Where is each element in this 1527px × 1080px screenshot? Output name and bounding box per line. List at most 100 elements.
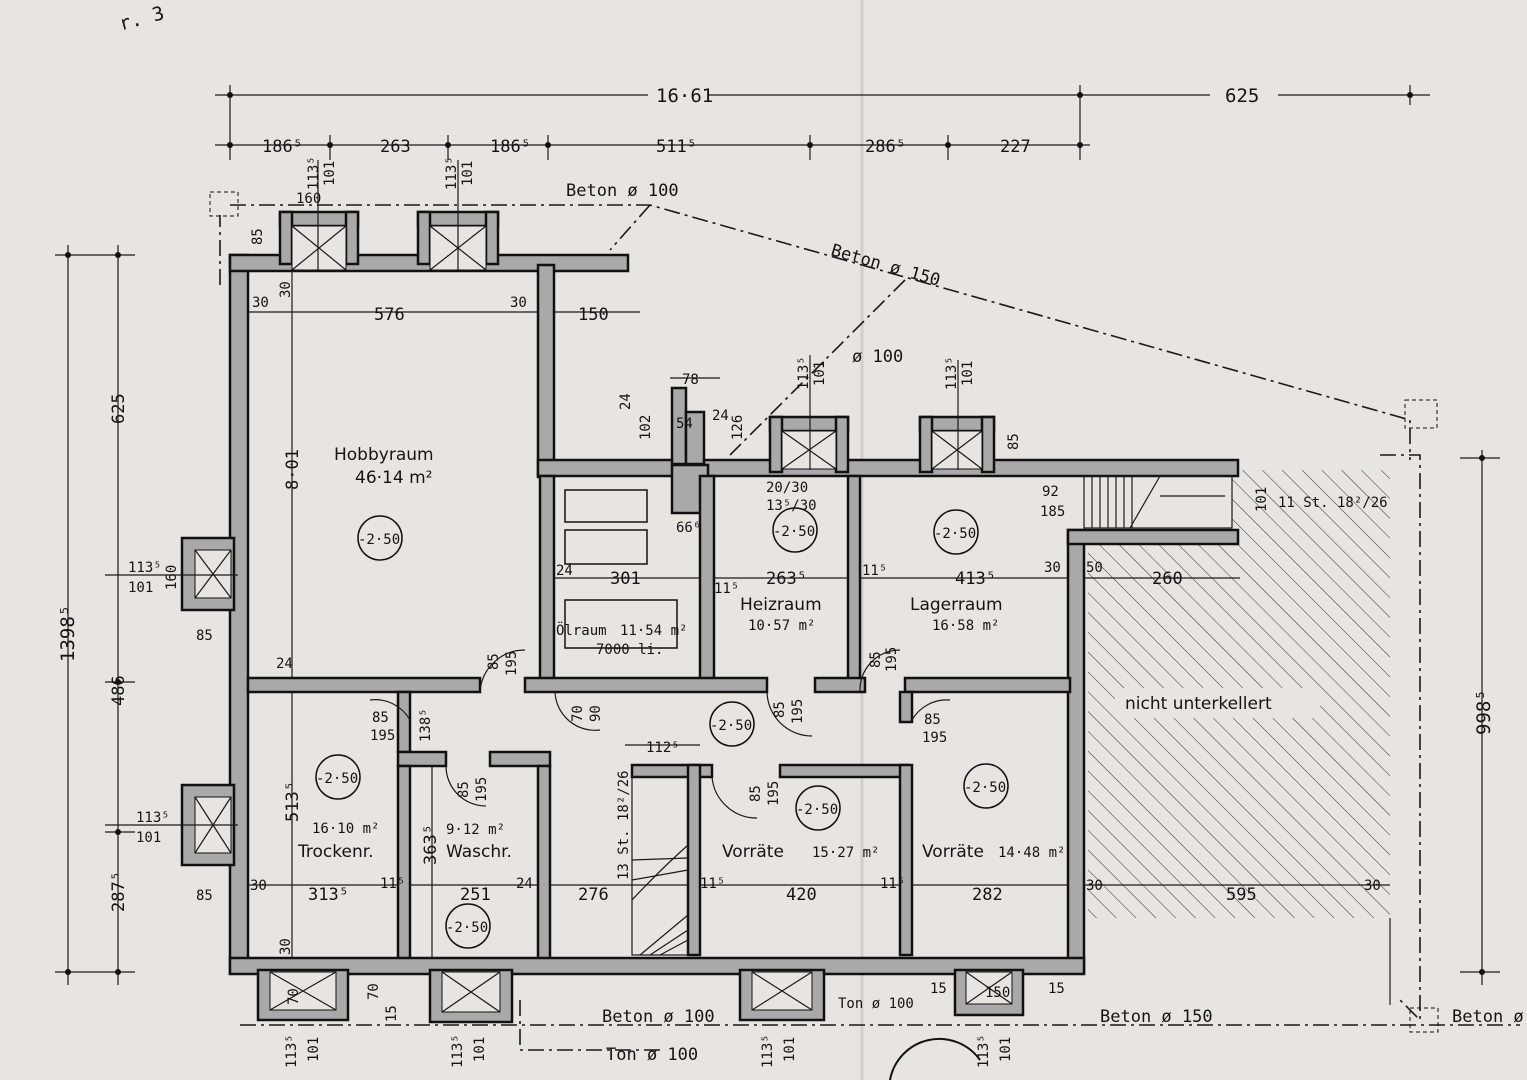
dim-85-k: 85 bbox=[456, 781, 472, 798]
dim-window-8a: 113⁵ bbox=[450, 1034, 466, 1068]
cistern-arc bbox=[889, 1037, 981, 1080]
dim-vorraete-1-width: 420 bbox=[786, 885, 817, 905]
dim-window-5b: 101 bbox=[128, 580, 153, 596]
room-area-heizraum: 10·57 m² bbox=[748, 618, 815, 634]
dim-90: 90 bbox=[588, 705, 604, 722]
pipe-label-ton-mid: Ton ø 100 bbox=[838, 996, 914, 1012]
pipe-label-branch: ø 100 bbox=[852, 347, 903, 367]
dim-wall-24-b: 24 bbox=[556, 563, 573, 579]
unexcavated-label: nicht unterkellert bbox=[1125, 694, 1272, 714]
pipe-label-diagonal: Beton ø 150 bbox=[829, 241, 943, 291]
dim-wall-11-c: 11⁵ bbox=[380, 876, 405, 892]
room-name-hobbyraum: Hobbyraum bbox=[334, 445, 434, 465]
dim-wall-30-f: 30 bbox=[1086, 878, 1103, 894]
room-name-vorraete-2: Vorräte bbox=[922, 842, 984, 862]
unexcavated-hatch bbox=[1088, 530, 1390, 918]
room-level-lagerraum: -2·50 bbox=[934, 526, 976, 542]
dim-195-e: 195 bbox=[504, 651, 520, 676]
dim-window-3a: 113⁵ bbox=[796, 356, 812, 390]
room-name-olraum: Ölraum bbox=[556, 621, 607, 639]
room-area-lagerraum: 16·58 m² bbox=[932, 618, 999, 634]
dim-85-j: 85 bbox=[748, 785, 764, 802]
dim-chimney-126: 126 bbox=[730, 415, 746, 440]
dim-court-width: 260 bbox=[1152, 569, 1183, 589]
pipe-label-bottom-left: Beton ø 100 bbox=[602, 1007, 715, 1027]
dim-chimney-24a: 24 bbox=[618, 393, 634, 410]
dim-stair-width: 276 bbox=[578, 885, 609, 905]
room-extra-olraum: 7000 li. bbox=[596, 642, 663, 658]
dim-court-lower: 595 bbox=[1226, 885, 1257, 905]
room-area-hobbyraum: 46·14 m² bbox=[355, 468, 432, 488]
dim-wall-11-a: 11⁵ bbox=[714, 581, 739, 597]
dim-window-6a: 113⁵ bbox=[136, 810, 170, 826]
dim-right-overall: 998⁵ bbox=[1473, 689, 1495, 735]
dim-160-b: 160 bbox=[164, 565, 180, 590]
dim-window-4a: 113⁵ bbox=[944, 356, 960, 390]
dim-flue-1: 20/30 bbox=[766, 480, 808, 496]
dim-70-b: 70 bbox=[366, 983, 382, 1000]
dim-85-b: 85 bbox=[196, 888, 213, 904]
pipe-label-bottom-right: Beton ø 150 bbox=[1100, 1007, 1213, 1027]
dim-top-3: 186⁵ bbox=[490, 137, 531, 157]
dim-wall-11-d: 11⁵ bbox=[700, 876, 725, 892]
dim-hall-width: 112⁵ bbox=[646, 740, 680, 756]
dim-hobby-width: 576 bbox=[374, 305, 405, 325]
dim-15-c: 15 bbox=[1048, 981, 1065, 997]
dim-window-8b: 101 bbox=[472, 1037, 488, 1062]
dim-wall-30-b: 30 bbox=[510, 295, 527, 311]
level-marker-vorraete-2 bbox=[963, 763, 1009, 809]
dim-overall-left: 16·61 bbox=[656, 85, 713, 107]
dim-85-c: 85 bbox=[250, 228, 266, 245]
dim-overall-right: 625 bbox=[1225, 85, 1259, 107]
level-marker-heizraum bbox=[772, 507, 818, 553]
dim-wall-30-d: 30 bbox=[1044, 560, 1061, 576]
manhole-top-left bbox=[209, 191, 239, 217]
stair-label-inner: 13 St. 18²/26 bbox=[616, 770, 632, 880]
dim-185: 185 bbox=[1040, 504, 1065, 520]
dim-195-f: 195 bbox=[766, 781, 782, 806]
dim-101: 101 bbox=[1254, 487, 1270, 512]
dim-138: 138⁵ bbox=[418, 708, 434, 742]
dim-70-a: 70 bbox=[286, 988, 302, 1005]
level-marker-vorraete-1 bbox=[795, 785, 841, 831]
dim-flue-2: 13⁵/30 bbox=[766, 498, 817, 514]
room-area-waschr: 9·12 m² bbox=[446, 822, 505, 838]
room-level-vorraete-2: -2·50 bbox=[964, 780, 1006, 796]
interior-dim-lines bbox=[248, 271, 1390, 958]
door-swings bbox=[369, 649, 951, 819]
manhole-bottom-right bbox=[1409, 1007, 1439, 1033]
dim-window-6b: 101 bbox=[136, 830, 161, 846]
oil-tanks bbox=[564, 489, 678, 649]
dim-window-2a: 113⁵ bbox=[444, 156, 460, 190]
room-area-olraum: 11·54 m² bbox=[620, 623, 687, 639]
dim-chimney-24b: 24 bbox=[712, 408, 729, 424]
dim-chimney-102: 102 bbox=[638, 415, 654, 440]
left-dimension-lines bbox=[55, 245, 135, 985]
stair-label-main: 11 St. 18²/26 bbox=[1278, 495, 1388, 511]
dim-150-bottom: 150 bbox=[985, 985, 1010, 1001]
manhole-top-right bbox=[1404, 399, 1438, 429]
stair-landing-hatch bbox=[1232, 470, 1390, 530]
dim-window-10a: 113⁵ bbox=[976, 1034, 992, 1068]
dim-85-d: 85 bbox=[372, 710, 389, 726]
dim-top-1: 186⁵ bbox=[262, 137, 303, 157]
room-level-waschr: -2·50 bbox=[446, 920, 488, 936]
handwritten-note: r. 3 bbox=[117, 2, 167, 35]
dim-wall-50: 50 bbox=[1086, 560, 1103, 576]
dim-wall-30-h: 30 bbox=[278, 938, 294, 955]
dim-15-b: 15 bbox=[930, 981, 947, 997]
dim-hobby-depth: 8·01 bbox=[283, 449, 303, 490]
dim-olraum-width: 301 bbox=[610, 569, 641, 589]
window-dims bbox=[105, 160, 959, 826]
dim-window-1b: 101 bbox=[322, 161, 338, 186]
dim-92: 92 bbox=[1042, 484, 1059, 500]
room-area-vorraete-2: 14·48 m² bbox=[998, 845, 1065, 861]
level-marker-trockenr bbox=[315, 754, 361, 800]
dim-wall-30-a: 30 bbox=[252, 295, 269, 311]
room-name-lagerraum: Lagerraum bbox=[910, 595, 1003, 615]
dim-wall-24-a: 24 bbox=[276, 656, 293, 672]
winder-stair bbox=[631, 776, 689, 956]
dim-vorraete-2-width: 282 bbox=[972, 885, 1003, 905]
dim-left-3: 287⁵ bbox=[109, 871, 129, 912]
